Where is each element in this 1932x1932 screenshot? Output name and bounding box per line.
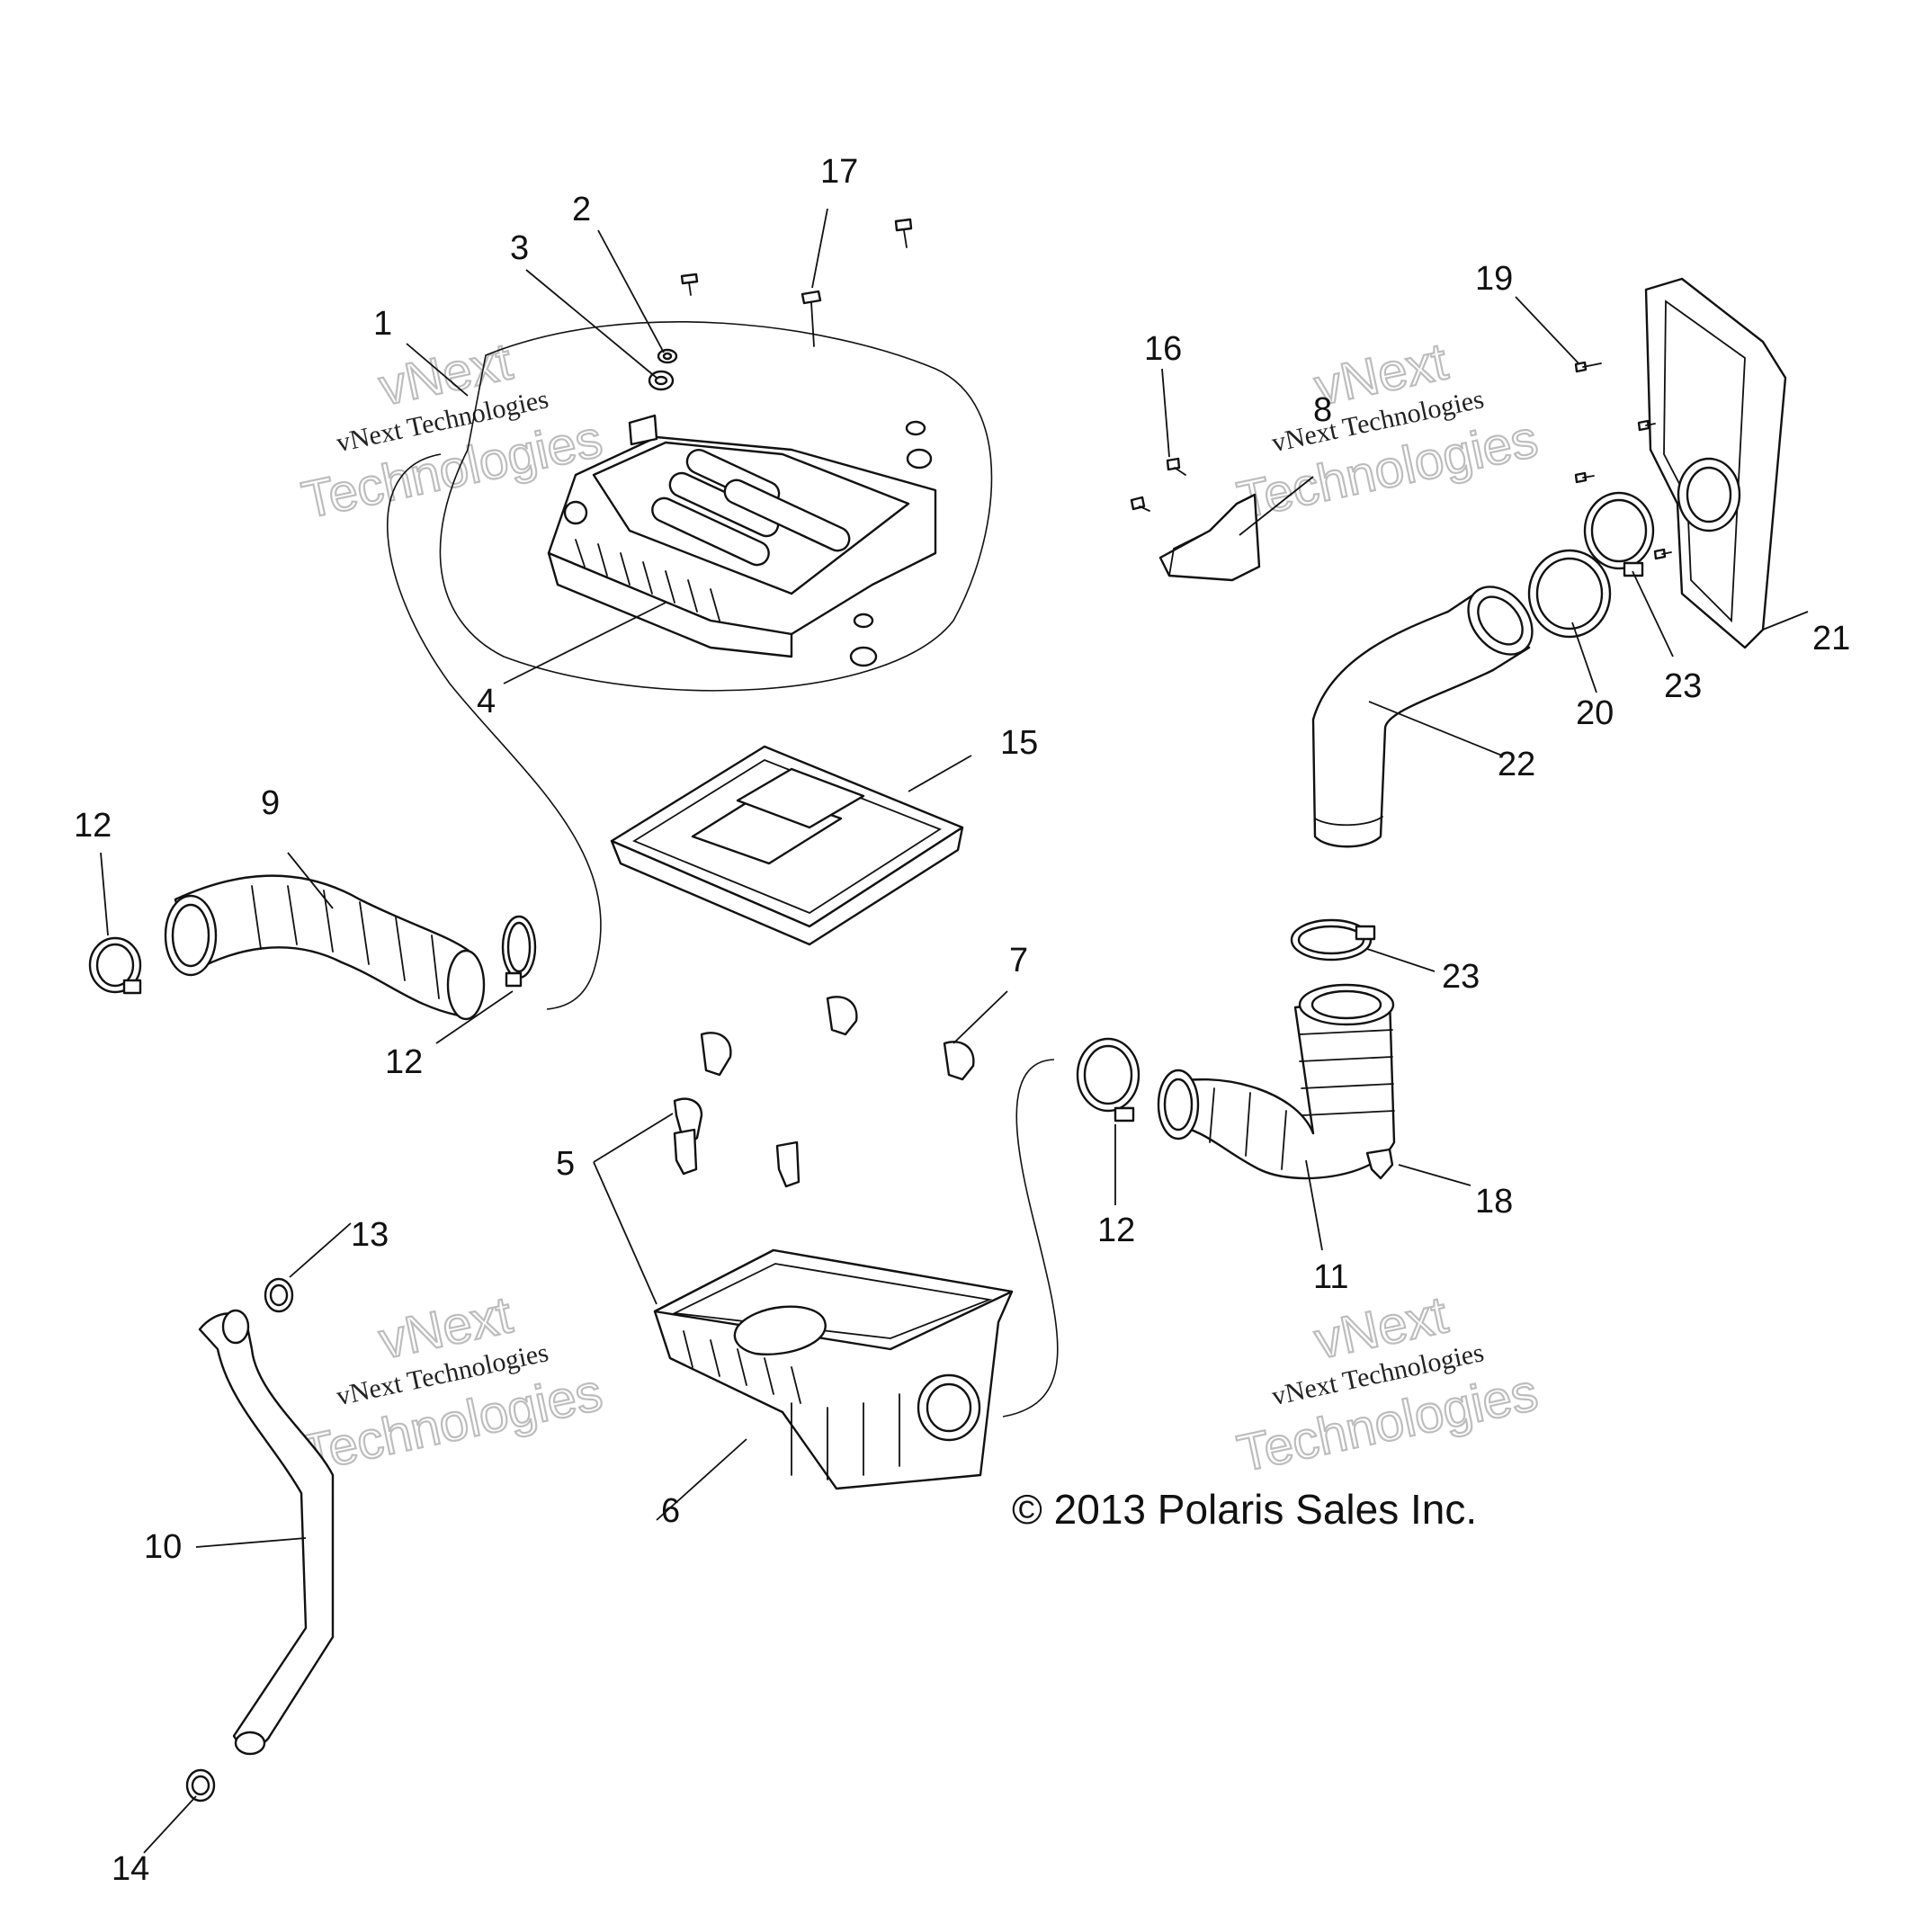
duct-22	[1311, 586, 1534, 848]
clamp-12-mid	[501, 915, 537, 988]
grommet-18	[1365, 1148, 1394, 1180]
clip-5b	[673, 1128, 698, 1176]
grommet-cover-bottom-2	[849, 646, 878, 667]
callout-20: 20	[1576, 694, 1614, 732]
callout-5: 5	[556, 1145, 575, 1183]
callout-23-bottom: 23	[1442, 958, 1480, 996]
grommet-2	[657, 348, 678, 364]
air-filter	[610, 745, 964, 946]
snorkel-21	[1644, 277, 1787, 649]
callout-labels: 1 2 3 4 5 6 7 8 9 10 11 12 12 12 12 13 1…	[74, 153, 1850, 1888]
callout-7: 7	[1009, 942, 1028, 979]
callout-12-right: 12	[1097, 1212, 1135, 1249]
clip-7a	[826, 996, 858, 1036]
clamp-13	[264, 1277, 294, 1313]
clip-7b	[943, 1041, 975, 1081]
callout-18: 18	[1475, 1183, 1513, 1221]
callout-14: 14	[112, 1850, 149, 1888]
screw-19b	[1637, 419, 1656, 432]
copyright-notice: © 2013 Polaris Sales Inc.	[1012, 1486, 1477, 1533]
screw-17c	[680, 273, 699, 296]
grommet-cover-right-2	[906, 448, 933, 470]
clamp-14	[185, 1768, 216, 1802]
callout-9: 9	[261, 784, 280, 822]
intake-elbow-11	[1157, 983, 1396, 1180]
clip-5d	[700, 1032, 732, 1077]
watermark-bottom-left: vNext vNext Technologies Technologies	[296, 1284, 608, 1484]
drain-hose-10	[198, 1309, 335, 1756]
hose-loop-right	[1002, 1059, 1059, 1418]
callout-12-mid: 12	[385, 1043, 423, 1081]
callout-21: 21	[1812, 620, 1850, 657]
leader-lines	[100, 208, 1809, 1854]
callout-12-left: 12	[74, 807, 112, 845]
callout-22: 22	[1498, 746, 1535, 783]
grommet-cover-right-1	[905, 420, 926, 436]
callout-23-top: 23	[1664, 667, 1702, 705]
intake-hose-9	[164, 874, 486, 1021]
callout-11: 11	[1313, 1258, 1348, 1296]
watermark-top-left: vNext vNext Technologies Technologies	[296, 331, 608, 531]
watermark-top-right: vNext vNext Technologies Technologies	[1231, 331, 1543, 531]
screw-19d	[1653, 548, 1672, 560]
bracket-8	[1158, 493, 1261, 582]
ring-20	[1527, 549, 1612, 639]
callout-2: 2	[572, 191, 591, 228]
hose-loop-left	[387, 453, 602, 1010]
screw-17	[801, 290, 822, 347]
callout-8: 8	[1313, 391, 1332, 429]
clamp-23-top	[1583, 491, 1655, 577]
callout-10: 10	[144, 1528, 182, 1566]
callout-15: 15	[1000, 724, 1038, 762]
callout-16: 16	[1144, 330, 1182, 368]
screw-19	[1574, 361, 1602, 373]
callout-19: 19	[1475, 260, 1513, 298]
screw-16b	[1130, 496, 1150, 512]
callout-17: 17	[820, 153, 858, 191]
watermark-bottom-right: vNext vNext Technologies Technologies	[1231, 1284, 1543, 1484]
callout-13: 13	[351, 1216, 389, 1254]
airbox-base	[653, 1248, 1014, 1490]
callout-4: 4	[477, 683, 496, 720]
clamp-12-left	[88, 936, 142, 995]
airbox-cover	[547, 414, 937, 658]
callout-6: 6	[661, 1492, 680, 1530]
clamp-12-right	[1076, 1037, 1140, 1123]
callout-1: 1	[373, 305, 392, 343]
screw-17b	[894, 218, 913, 248]
screw-19c	[1574, 471, 1595, 484]
clamp-23-bottom	[1290, 918, 1376, 962]
cover-assembly-boundary	[439, 321, 993, 692]
callout-3: 3	[510, 229, 529, 267]
grommet-cover-bottom-1	[853, 613, 874, 629]
clip-5c	[775, 1140, 801, 1188]
screw-16	[1166, 457, 1186, 476]
